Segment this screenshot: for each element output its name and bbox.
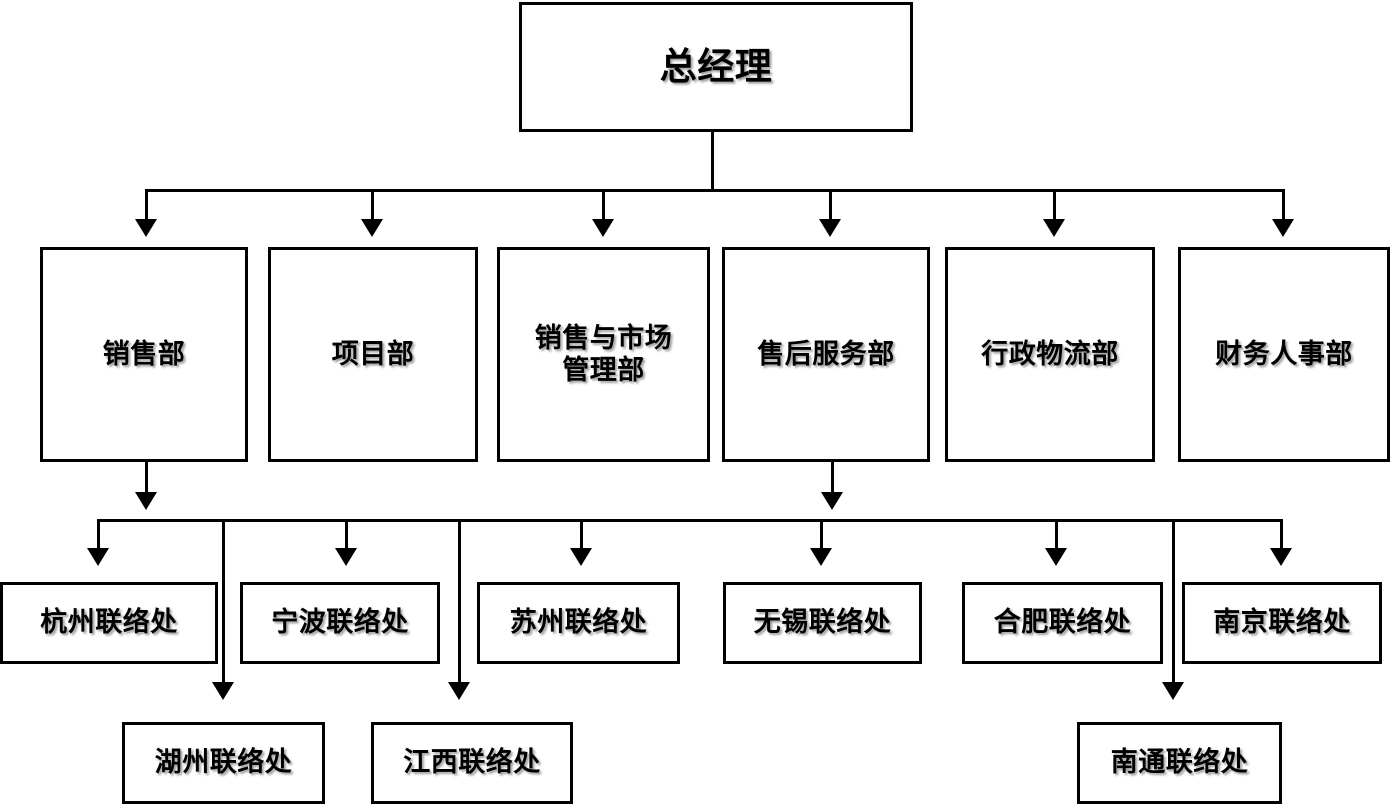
node-label: 杭州联络处 — [40, 607, 178, 639]
connector-drop-dept-5 — [1053, 189, 1056, 223]
arrowhead-office-1 — [87, 548, 109, 566]
node-label: 行政物流部 — [981, 338, 1119, 370]
node-label: 江西联络处 — [403, 747, 541, 779]
node-general-manager[interactable]: 总经理 — [519, 2, 913, 132]
arrowhead-dept-6 — [1272, 219, 1294, 237]
node-dept-admin-logistics[interactable]: 行政物流部 — [945, 247, 1155, 462]
arrowhead-sales-to-office-bus — [135, 492, 157, 510]
arrowhead-dept-3 — [592, 219, 614, 237]
node-office-suzhou[interactable]: 苏州联络处 — [477, 582, 680, 664]
connector-drop-dept-3 — [602, 189, 605, 223]
arrowhead-office-2 — [335, 548, 357, 566]
node-label: 财务人事部 — [1215, 338, 1353, 370]
connector-root-stem — [711, 131, 714, 191]
connector-drop-office-1 — [97, 519, 100, 552]
node-label: 宁波联络处 — [271, 607, 409, 639]
node-dept-after-sales[interactable]: 售后服务部 — [722, 247, 930, 462]
node-office-hefei[interactable]: 合肥联络处 — [962, 582, 1163, 664]
node-label: 销售与市场 管理部 — [534, 322, 673, 386]
arrowhead-dept-1 — [135, 219, 157, 237]
arrowhead-after-sales-to-office-bus — [821, 492, 843, 510]
node-dept-sales[interactable]: 销售部 — [40, 247, 248, 462]
connector-drop-bottom-nantong — [1172, 519, 1175, 686]
node-label: 合肥联络处 — [993, 607, 1132, 639]
connector-drop-office-6 — [1280, 519, 1283, 552]
arrowhead-office-4 — [810, 548, 832, 566]
connector-drop-dept-2 — [371, 189, 374, 223]
node-label: 湖州联络处 — [154, 747, 293, 779]
node-dept-project[interactable]: 项目部 — [268, 247, 478, 462]
arrowhead-dept-4 — [819, 219, 841, 237]
connector-office-bus — [97, 519, 1283, 522]
arrowhead-dept-2 — [361, 219, 383, 237]
node-dept-sales-marketing[interactable]: 销售与市场 管理部 — [497, 247, 710, 462]
arrowhead-office-3 — [570, 548, 592, 566]
node-label: 售后服务部 — [757, 338, 895, 370]
node-office-hangzhou[interactable]: 杭州联络处 — [0, 582, 218, 664]
node-office-ningbo[interactable]: 宁波联络处 — [240, 582, 440, 664]
arrowhead-office-5 — [1045, 548, 1067, 566]
connector-drop-dept-6 — [1282, 189, 1285, 223]
node-label: 无锡联络处 — [753, 607, 892, 639]
node-office-nantong[interactable]: 南通联络处 — [1077, 722, 1282, 804]
connector-department-bus — [145, 189, 1285, 192]
connector-drop-bottom-jiangxi — [458, 519, 461, 686]
node-office-nanjing[interactable]: 南京联络处 — [1182, 582, 1382, 664]
node-office-huzhou[interactable]: 湖州联络处 — [122, 722, 325, 804]
connector-drop-office-4 — [820, 519, 823, 552]
node-office-wuxi[interactable]: 无锡联络处 — [723, 582, 922, 664]
connector-drop-bottom-huzhou — [222, 519, 225, 686]
arrowhead-dept-5 — [1043, 219, 1065, 237]
node-label: 销售部 — [102, 338, 186, 370]
connector-after-sales-to-office-bus — [831, 462, 834, 496]
node-office-jiangxi[interactable]: 江西联络处 — [371, 722, 573, 804]
arrowhead-bottom-nantong — [1162, 682, 1184, 700]
node-label: 项目部 — [331, 338, 415, 370]
arrowhead-bottom-jiangxi — [448, 682, 470, 700]
connector-drop-office-3 — [580, 519, 583, 552]
node-dept-finance-hr[interactable]: 财务人事部 — [1178, 247, 1390, 462]
node-label: 苏州联络处 — [509, 607, 648, 639]
arrowhead-bottom-huzhou — [212, 682, 234, 700]
connector-drop-office-2 — [345, 519, 348, 552]
node-label: 总经理 — [659, 45, 773, 89]
arrowhead-office-6 — [1270, 548, 1292, 566]
node-label: 南京联络处 — [1213, 607, 1351, 639]
connector-drop-dept-4 — [829, 189, 832, 223]
connector-drop-dept-1 — [145, 189, 148, 223]
node-label: 南通联络处 — [1110, 747, 1249, 779]
connector-drop-office-5 — [1055, 519, 1058, 552]
connector-sales-to-office-bus — [145, 462, 148, 496]
